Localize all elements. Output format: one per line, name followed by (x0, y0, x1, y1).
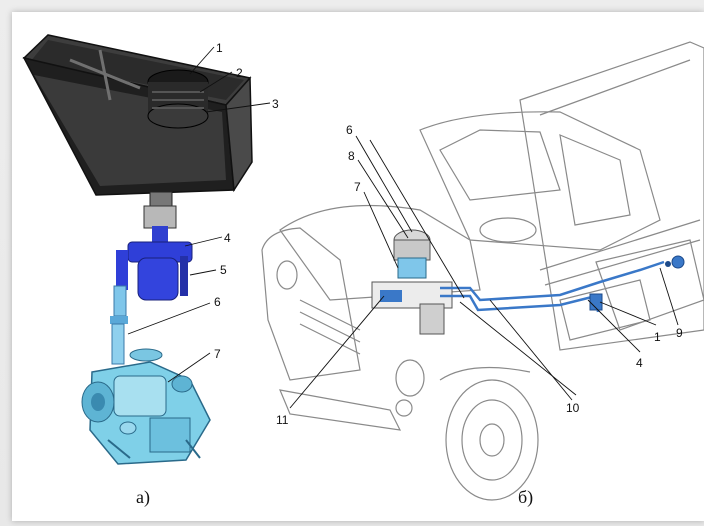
callout-a-7: 7 (214, 347, 221, 361)
fuel-pipe-a (110, 285, 128, 365)
panel-label-a: а) (136, 487, 150, 508)
callout-a-1: 1 (216, 41, 223, 55)
callout-b-10: 10 (566, 401, 580, 415)
leader-lines-b (289, 135, 679, 409)
diagram-b: 6 8 7 1 9 4 10 11 б) (261, 41, 704, 508)
engine-carburetor-b (371, 229, 453, 335)
leader-lines-a (127, 46, 271, 383)
callout-b-6: 6 (346, 123, 353, 137)
sediment-filter (116, 226, 193, 301)
callout-b-7: 7 (354, 180, 361, 194)
callout-b-9: 9 (676, 326, 683, 340)
callout-b-4: 4 (636, 356, 643, 370)
carburetor (81, 348, 211, 465)
callout-a-3: 3 (272, 97, 279, 111)
callout-a-5: 5 (220, 263, 227, 277)
fuel-tank (22, 34, 253, 229)
callout-a-2: 2 (236, 66, 243, 80)
callout-b-11: 11 (276, 413, 289, 427)
tank-fittings-b (589, 255, 685, 311)
diagram-a: 1 2 3 4 5 6 7 а) (22, 34, 279, 508)
panel-label-b: б) (518, 487, 533, 508)
callout-a-4: 4 (224, 231, 231, 245)
callout-a-6: 6 (214, 295, 221, 309)
callout-b-1: 1 (654, 330, 661, 344)
callout-b-8: 8 (348, 149, 355, 163)
fuel-lines-b (440, 260, 665, 313)
